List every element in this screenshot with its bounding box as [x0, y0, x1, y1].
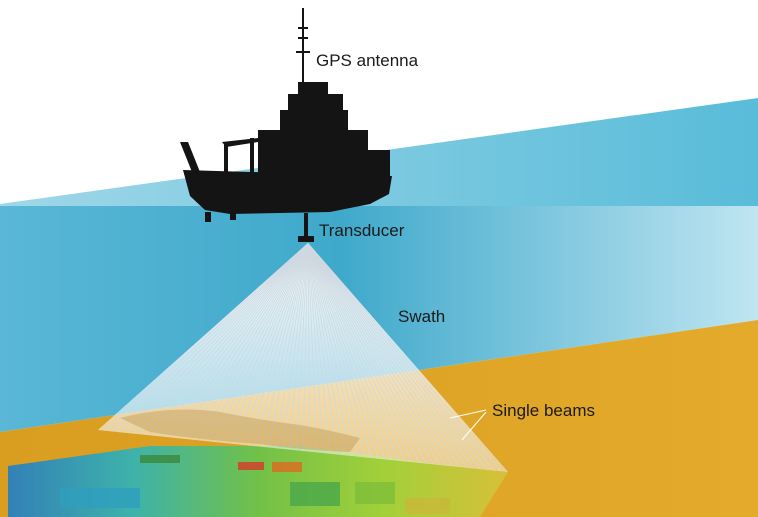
bathymetry-features: [60, 455, 450, 514]
beam-line: [125, 243, 309, 434]
beam-line: [220, 243, 309, 443]
beam-line: [307, 243, 481, 470]
beam-line: [307, 243, 365, 458]
beam-line: [159, 243, 309, 437]
beam-line: [172, 243, 309, 438]
swath-fan: [98, 243, 508, 472]
beam-line: [206, 243, 309, 442]
beam-line: [307, 243, 400, 461]
beam-line: [307, 243, 359, 457]
beam-line: [213, 243, 309, 443]
beam-line: [307, 243, 311, 452]
ship-icon: [180, 82, 392, 222]
beam-line: [138, 243, 309, 435]
beam-line: [307, 243, 461, 468]
beam-line: [288, 243, 309, 450]
beam-line: [307, 243, 338, 455]
beam-line: [254, 243, 309, 447]
beam-line: [307, 243, 318, 453]
beam-line: [307, 243, 379, 459]
beam-line: [307, 243, 372, 459]
beam-line: [268, 243, 309, 448]
beam-line: [118, 243, 309, 433]
beam-line: [241, 243, 309, 445]
beam-line: [166, 243, 309, 438]
beam-line: [307, 243, 420, 464]
beam-line: [307, 243, 434, 465]
swath-label: Swath: [398, 307, 445, 326]
beam-line: [131, 243, 309, 434]
beam-line: [186, 243, 309, 440]
beam-line: [307, 243, 427, 464]
beam-line: [275, 243, 309, 449]
beam-line: [247, 243, 309, 446]
transducer-label: Transducer: [319, 221, 405, 240]
beam-line: [111, 243, 309, 432]
beam-line: [307, 243, 488, 471]
beam-line: [302, 243, 309, 452]
beam-line: [307, 243, 502, 472]
beam-line: [307, 243, 495, 471]
single-beams-label: Single beams: [492, 401, 595, 420]
beam-line: [307, 243, 447, 466]
beam-line: [234, 243, 309, 445]
beam-line: [307, 243, 352, 456]
beam-line: [295, 243, 309, 451]
beam-line: [307, 243, 393, 461]
beam-line: [307, 243, 475, 469]
beam-line: [307, 243, 468, 469]
transducer-icon: [298, 213, 314, 242]
beam-line: [307, 243, 406, 462]
beam-lines: [98, 243, 508, 472]
gps-antenna-icon: [296, 8, 310, 84]
beam-line: [261, 243, 309, 447]
beam-line: [193, 243, 309, 441]
beam-line: [307, 243, 324, 454]
beam-line: [179, 243, 309, 439]
beam-line: [307, 243, 345, 456]
beam-line: [104, 243, 309, 431]
seafloor-shadow: [120, 409, 360, 452]
beam-line: [282, 243, 309, 449]
beam-line: [227, 243, 309, 444]
gps-antenna-label: GPS antenna: [316, 51, 419, 70]
beam-line: [307, 243, 386, 460]
beam-line: [200, 243, 309, 441]
single-beams-leaders: [449, 409, 487, 441]
beam-line: [307, 243, 331, 454]
beam-line: [307, 243, 413, 463]
beam-line: [152, 243, 309, 436]
beam-line: [145, 243, 309, 436]
beam-line: [307, 243, 454, 467]
beam-line: [307, 243, 441, 466]
